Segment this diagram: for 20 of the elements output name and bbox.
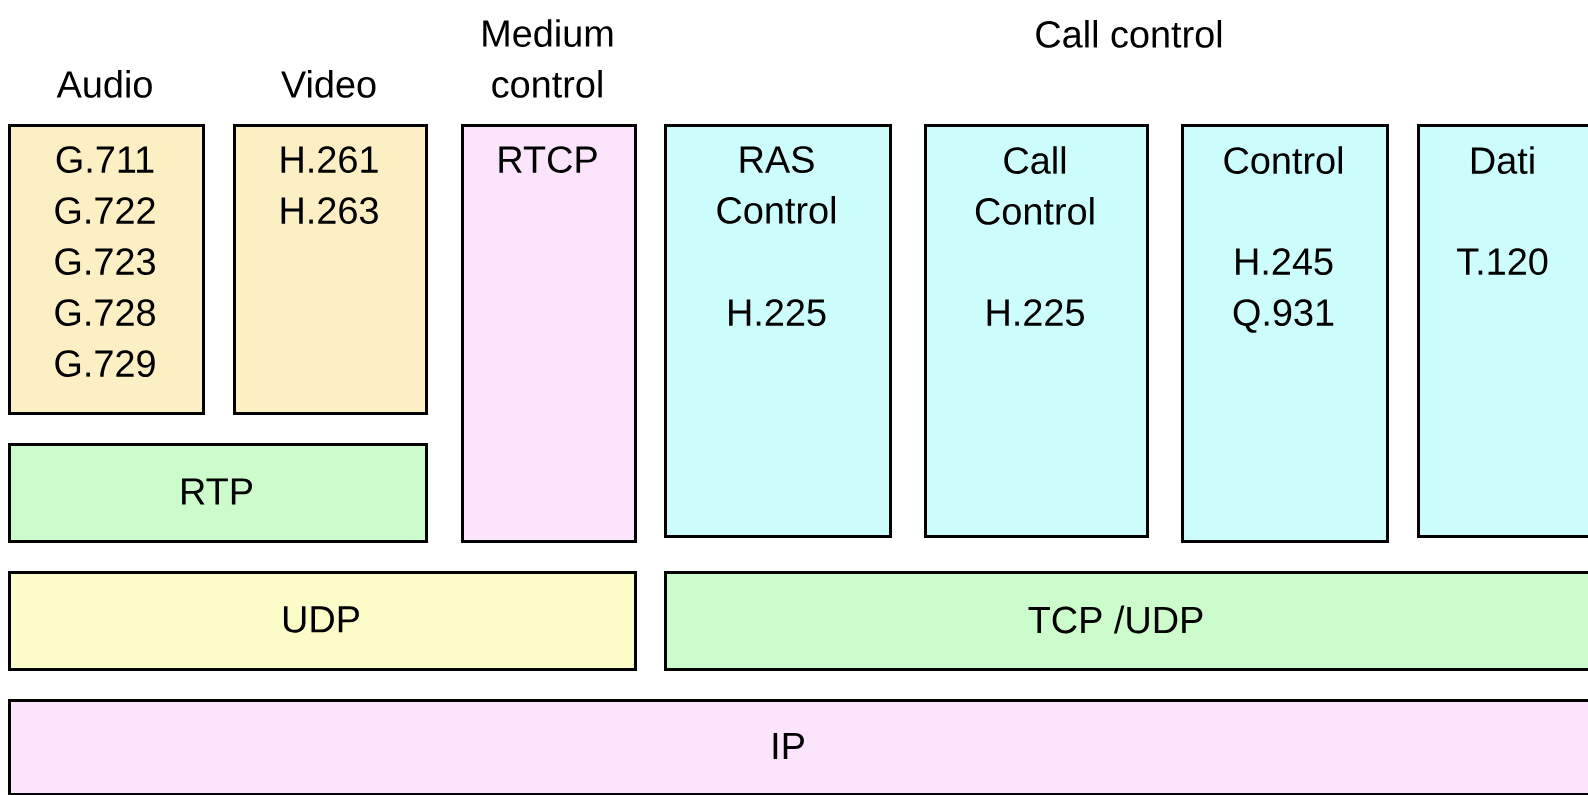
column-heading: Medium control — [483, 19, 613, 98]
node-label: G.723 — [55, 248, 155, 276]
protocol-box: Control H.245 Q.931 — [1181, 124, 1389, 543]
node-label: G.728 — [55, 299, 155, 327]
node-label: G.711 — [56, 146, 154, 174]
protocol-box: Dati T.120 — [1417, 124, 1588, 538]
protocol-box: H.261 H.263 — [233, 124, 428, 415]
protocol-box: G.711 G.722 G.723 G.728 G.729 — [8, 124, 205, 415]
group-heading: Call control — [1036, 20, 1222, 48]
column-heading: Video — [281, 70, 376, 98]
node-label: G.722 — [55, 197, 155, 225]
protocol-box: RTP — [8, 443, 428, 543]
protocol-box: RTCP — [461, 124, 637, 543]
node-label: G.729 — [55, 350, 155, 378]
protocol-box: IP — [8, 699, 1588, 795]
protocol-box: TCP /UDP — [664, 571, 1588, 671]
protocol-box: RAS Control H.225 — [664, 124, 892, 538]
protocol-box: Call Control H.225 — [924, 124, 1149, 538]
protocol-box: UDP — [8, 571, 637, 671]
column-heading: Audio — [56, 70, 152, 98]
